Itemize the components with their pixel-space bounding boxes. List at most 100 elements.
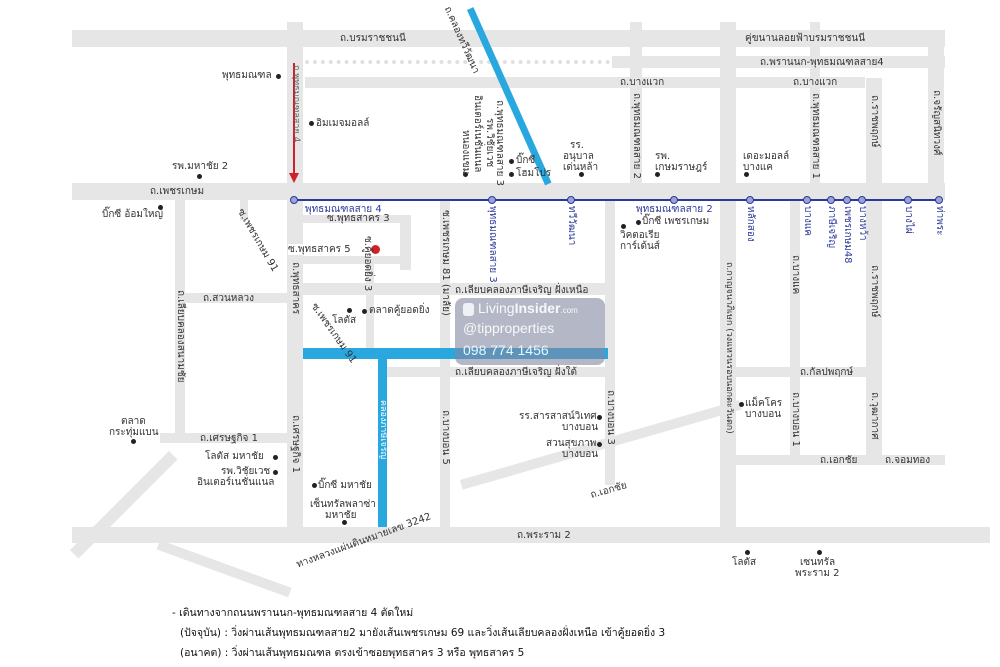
place-dot xyxy=(744,172,749,177)
station-thaphra[interactable] xyxy=(935,196,943,204)
road-label: ถ.พุทธสาคร xyxy=(290,262,301,315)
station-label: เพชรเกษม48 xyxy=(842,206,853,264)
road-ekkachai-east xyxy=(735,455,945,465)
road-label: ถ.กัลปพฤกษ์ xyxy=(800,367,854,378)
place-label: มหาชัย xyxy=(325,510,357,521)
road-label: ถ.เศรษฐกิจ 1 xyxy=(200,433,258,444)
watermark: LivingInsider.com @tipproperties 098 774… xyxy=(455,298,605,365)
place-dot xyxy=(131,439,136,444)
canal-label: คลองภาษีเจริญ xyxy=(378,400,388,460)
place-label: ตลาด xyxy=(121,416,146,427)
place-label: อินเตอร์เนชั่นแนล xyxy=(472,95,483,173)
road-kuyotying3 xyxy=(366,256,374,356)
road-liap-south xyxy=(380,367,608,377)
road-label: ถ.เลียบคลองสนามชัย xyxy=(175,290,186,383)
road-label: ซ.พุทธสาคร 3 xyxy=(327,213,390,224)
directions-note: (อนาคต) : วิ่งผ่านเส้นพุทธมณฑล ตรงเข้าซอ… xyxy=(180,647,525,659)
road-label: คู่ขนานลอยฟ้าบรมราชชนนี xyxy=(745,33,866,44)
place-dot xyxy=(309,121,314,126)
road-label: ถ.พุทธมณฑลสาย 4 xyxy=(291,65,301,143)
road-label: ถ.กาญจนาภิเษก (วงแหวนรอบนอกตะวันตก) xyxy=(724,262,734,434)
station-phetkasem48[interactable] xyxy=(843,196,851,204)
place-label: บางบอน xyxy=(562,422,599,433)
place-label: เด่นหล้า xyxy=(563,162,599,173)
watermark-brand: LivingInsider.com xyxy=(478,300,578,316)
directions-note: - เดินทางจากถนนพรานนก-พุทธมณฑลสาย 4 ตัดใ… xyxy=(172,607,414,619)
road-phutthamonthon1 xyxy=(810,22,820,187)
station-phutthamonthon4[interactable] xyxy=(290,196,298,204)
target-location-marker xyxy=(371,245,380,254)
bts-label-phutthamonthon4: พุทธมณฑลสาย 4 xyxy=(305,204,382,215)
place-dot xyxy=(312,483,317,488)
road-label: ถ.เลียบคลองภาษีเจริญ ฝั่งใต้ xyxy=(455,367,577,378)
road-label: ถ.พุทธมณฑลสาย 1 xyxy=(810,93,821,179)
place-label: โลตัส มหาชัย xyxy=(205,451,264,462)
road-label: ถ.บรมราชชนนี xyxy=(340,33,406,44)
road-label: ถ.บางบอน 3 xyxy=(605,390,616,445)
station-bangphai[interactable] xyxy=(904,196,912,204)
place-label: หนองแขม xyxy=(460,130,471,175)
place-label: ตลาดคู้ยอดยิ่ง xyxy=(369,305,430,316)
road-label: ถ.พรานนก-พุทธมณฑลสาย4 xyxy=(760,57,884,68)
road-label: ถ.จอมทอง xyxy=(885,455,931,466)
place-label: รพ.วิชัยเวช xyxy=(221,466,271,477)
station-laksong[interactable] xyxy=(746,196,754,204)
place-label: พระราม 2 xyxy=(795,568,840,579)
station-bangwa[interactable] xyxy=(858,196,866,204)
place-label: รพ.วิชัยเวช xyxy=(484,118,495,168)
road-label: ถ.ราชพฤกษ์ xyxy=(869,95,880,148)
road-kanlapaphruek xyxy=(735,367,870,377)
place-label: เดอะมอลล์ xyxy=(743,151,790,162)
road-suanluang xyxy=(183,293,288,303)
place-label: อิมเมจมอลล์ xyxy=(316,118,370,129)
place-dot xyxy=(347,308,352,313)
road-label: ถ.บางบอน 5 xyxy=(440,410,451,465)
road-bangkhae xyxy=(790,200,800,367)
road-label: ถ.บางบอน 1 xyxy=(790,392,801,447)
station-thawiwatthana[interactable] xyxy=(567,196,575,204)
road-label: ถ.จรัญสนิทวงศ์ xyxy=(931,90,942,156)
place-label: เซ็นทรัลพลาซ่า xyxy=(310,499,376,510)
bts-label-phutthamonthon2: พุทธมณฑลสาย 2 xyxy=(636,204,713,215)
place-dot xyxy=(579,172,584,177)
road-soi91 xyxy=(240,200,248,220)
station-phutthamonthon3[interactable] xyxy=(488,196,496,204)
road-label: ถ.เอกชัย xyxy=(820,455,858,466)
road-label: ถ.บางแวก xyxy=(620,77,665,88)
place-dot xyxy=(509,172,514,177)
directions-note: (ปัจจุบัน) : วิ่งผ่านเส้นพุทธมณฑลสาย2 มา… xyxy=(180,627,666,639)
place-dot xyxy=(463,172,468,177)
road-phuttasakhon3-loop xyxy=(400,215,411,270)
place-dot xyxy=(197,174,202,179)
station-label: หลักสอง xyxy=(745,206,756,242)
place-label: บิ๊กซี มหาชัย xyxy=(318,480,372,491)
place-label: บิ๊กซี อ้อมใหญ่ xyxy=(102,209,163,220)
place-label: บางแค xyxy=(743,162,773,173)
place-dot xyxy=(276,74,281,79)
road-label: ถ.เลียบคลองภาษีเจริญ ฝั่งเหนือ xyxy=(455,285,589,296)
place-label: บางบอน xyxy=(745,409,782,420)
station-phasicharoen[interactable] xyxy=(827,196,835,204)
station-label: พุทธมณฑลสาย 3 xyxy=(487,206,498,283)
road-label: ถ.ราชพฤกษ์ xyxy=(869,265,880,318)
place-dot xyxy=(655,172,660,177)
station-phutthamonthon2[interactable] xyxy=(670,196,678,204)
place-label: บิ๊กซี เพชรเกษม xyxy=(642,216,710,227)
station-label: ทวีวัฒนา xyxy=(566,206,577,246)
station-bangkhae[interactable] xyxy=(803,196,811,204)
place-dot xyxy=(509,159,514,164)
place-dot xyxy=(745,550,750,555)
bts-line xyxy=(293,199,941,201)
place-dot xyxy=(597,415,602,420)
road-label: ซ.เพชรเกษม 81 (มาลัย) xyxy=(440,210,451,316)
road-phuttasakhon5 xyxy=(303,256,400,264)
place-label: รพ. xyxy=(655,151,671,162)
future-road-dotted xyxy=(305,60,610,64)
road-kanchanaphisek xyxy=(720,22,736,542)
road-label: ถ.เพชรเกษม xyxy=(150,186,205,197)
place-label: กระทุ่มแบน xyxy=(109,427,159,438)
road-phutthamonthon2 xyxy=(630,22,642,187)
place-dot xyxy=(362,309,367,314)
road-phrannok xyxy=(612,56,945,68)
road-charansanitwong xyxy=(928,30,944,185)
